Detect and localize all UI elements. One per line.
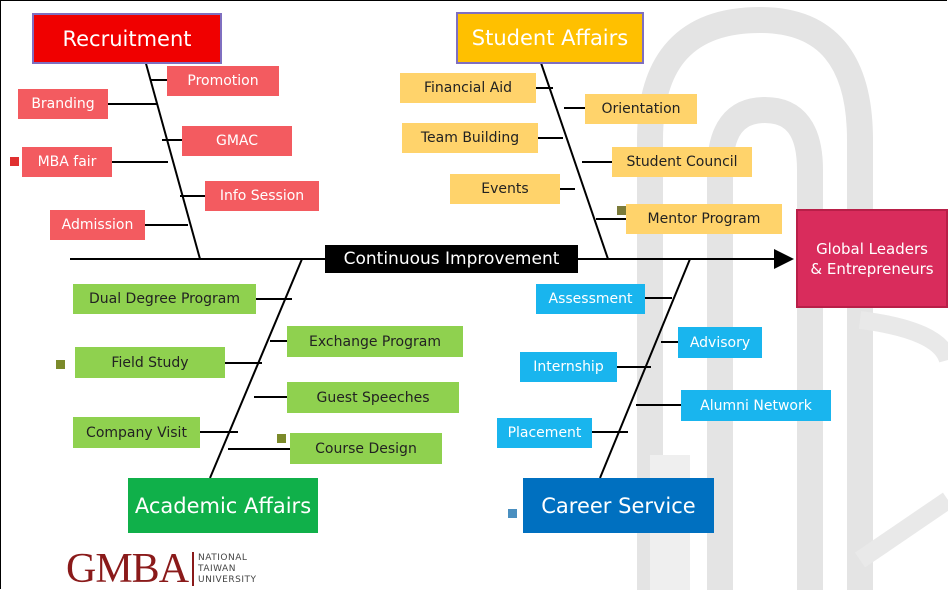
career-item-alumni-network: Alumni Network [681, 390, 831, 421]
student-item-orientation: Orientation [585, 94, 697, 124]
logo-university-text: NATIONAL TAIWAN UNIVERSITY [198, 553, 256, 586]
outcome-line-1: Global Leaders [816, 239, 928, 258]
career-item-assessment: Assessment [536, 284, 645, 314]
category-academic-affairs: Academic Affairs [128, 478, 318, 533]
career-service-bone [599, 258, 691, 479]
recruitment-item-promotion: Promotion [167, 66, 279, 96]
career-item-internship: Internship [520, 352, 617, 382]
career-item-advisory: Advisory [678, 327, 762, 358]
spine-label: Continuous Improvement [325, 245, 578, 273]
outcome-box: Global Leaders & Entrepreneurs [796, 209, 948, 308]
academic-item-exchange-program: Exchange Program [287, 326, 463, 357]
academic-item-company-visit: Company Visit [73, 417, 200, 448]
student-item-student-council: Student Council [612, 147, 752, 177]
academic-item-guest-speeches: Guest Speeches [287, 382, 459, 413]
marker-square-green-2 [277, 434, 286, 443]
marker-square-green [56, 360, 65, 369]
category-recruitment: Recruitment [32, 13, 222, 64]
outcome-line-2: & Entrepreneurs [810, 259, 934, 278]
academic-affairs-bone [209, 258, 303, 479]
student-item-team-building: Team Building [402, 123, 538, 153]
recruitment-item-branding: Branding [18, 89, 108, 119]
logo-line-university: UNIVERSITY [198, 574, 257, 585]
student-item-mentor-program: Mentor Program [626, 204, 782, 234]
gmba-ntu-logo: GMBA NATIONAL TAIWAN UNIVERSITY [66, 548, 256, 590]
student-item-financial-aid: Financial Aid [400, 73, 536, 103]
marker-square-red [10, 157, 19, 166]
category-student-affairs: Student Affairs [456, 12, 644, 64]
recruitment-bone [144, 59, 201, 260]
academic-item-dual-degree: Dual Degree Program [73, 284, 256, 314]
recruitment-item-info-session: Info Session [205, 181, 319, 211]
marker-square-blue [508, 509, 517, 518]
logo-line-national: NATIONAL [198, 552, 248, 563]
category-career-service: Career Service [523, 478, 714, 533]
logo-divider [192, 552, 195, 586]
student-item-events: Events [450, 174, 560, 204]
recruitment-item-mba-fair: MBA fair [22, 147, 112, 177]
academic-item-field-study: Field Study [75, 347, 225, 378]
recruitment-item-admission: Admission [50, 210, 145, 240]
career-item-placement: Placement [497, 418, 592, 448]
recruitment-item-gmac: GMAC [182, 126, 292, 156]
logo-line-taiwan: TAIWAN [198, 563, 236, 574]
marker-square-olive [617, 206, 626, 215]
academic-item-course-design: Course Design [290, 433, 442, 464]
student-affairs-bone [539, 59, 609, 260]
logo-gmba-text: GMBA [66, 546, 189, 590]
